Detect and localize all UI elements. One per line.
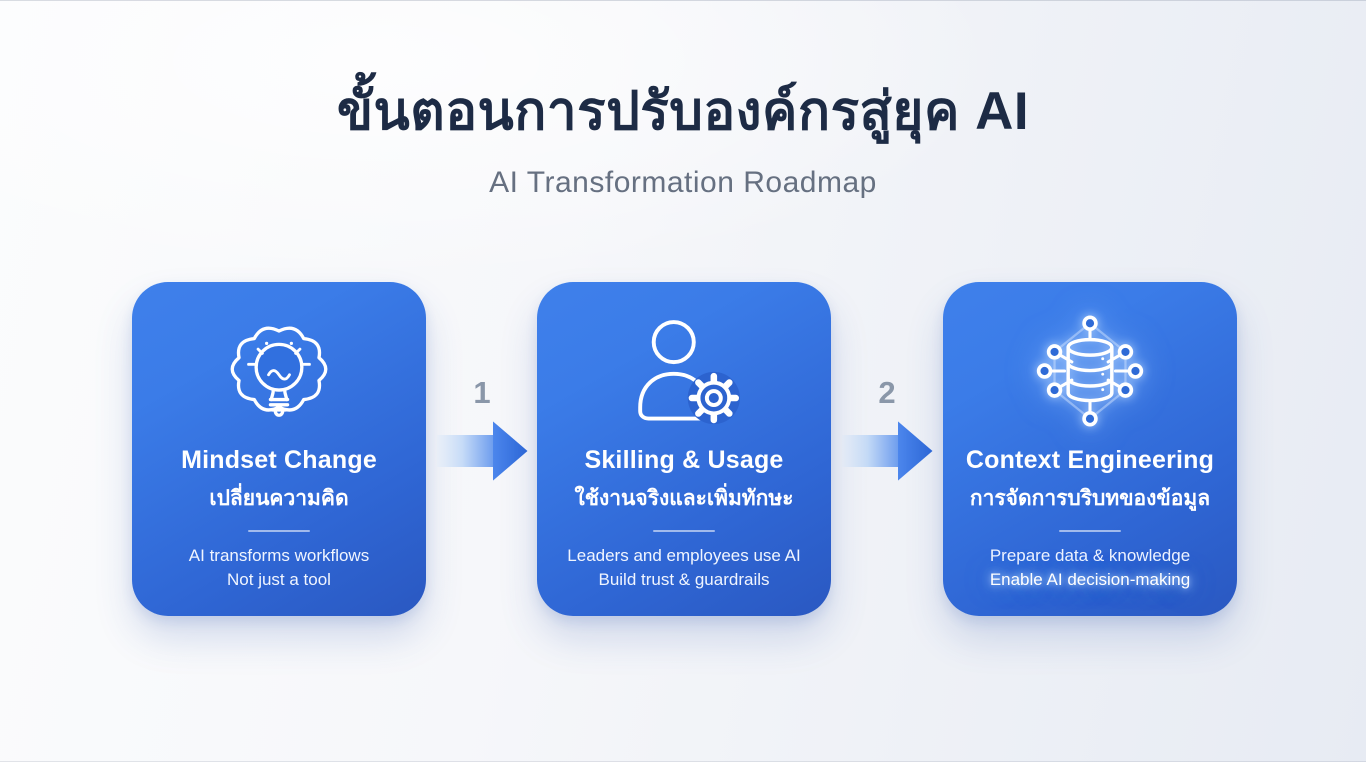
step-title-thai: การจัดการบริบทของข้อมูล xyxy=(969,487,1211,510)
page-subtitle: AI Transformation Roadmap xyxy=(489,166,877,199)
step-title: Skilling & Usage xyxy=(584,446,784,474)
step-description-line: Not just a tool xyxy=(227,570,331,589)
step-title-thai: ใช้งานจริงและเพิ่มทักษะ xyxy=(574,487,794,510)
step-description-line-highlighted: Enable AI decision-making xyxy=(989,570,1191,589)
arrow-right-icon xyxy=(841,421,933,481)
database-network-icon xyxy=(1030,310,1150,432)
step-card-context-engineering: Context Engineering การจัดการบริบทของข้อ… xyxy=(943,282,1237,616)
arrow-right-icon xyxy=(436,421,528,481)
divider xyxy=(248,530,310,532)
divider xyxy=(1059,530,1121,532)
step-description-line: Build trust & guardrails xyxy=(598,570,770,589)
brain-lightbulb-icon xyxy=(220,310,338,432)
page-title: ขั้นตอนการปรับองค์กรสู่ยุค AI xyxy=(336,82,1030,141)
step-number: 2 xyxy=(878,375,896,410)
step-number: 1 xyxy=(473,375,491,410)
step-description-line: Prepare data & knowledge xyxy=(989,546,1191,565)
divider xyxy=(653,530,715,532)
step-title: Context Engineering xyxy=(965,446,1215,474)
step-card-mindset-change: Mindset Change เปลี่ยนความคิด AI transfo… xyxy=(132,282,426,616)
step-description-line: Leaders and employees use AI xyxy=(567,546,801,565)
connector-step-1: 1 xyxy=(426,373,538,485)
connector-step-2: 2 xyxy=(831,373,943,485)
step-title: Mindset Change xyxy=(181,446,377,474)
step-title-thai: เปลี่ยนความคิด xyxy=(209,487,349,510)
step-card-skilling-usage: Skilling & Usage ใช้งานจริงและเพิ่มทักษะ… xyxy=(537,282,831,616)
person-gear-icon xyxy=(623,310,745,432)
step-description-line: AI transforms workflows xyxy=(188,546,370,565)
